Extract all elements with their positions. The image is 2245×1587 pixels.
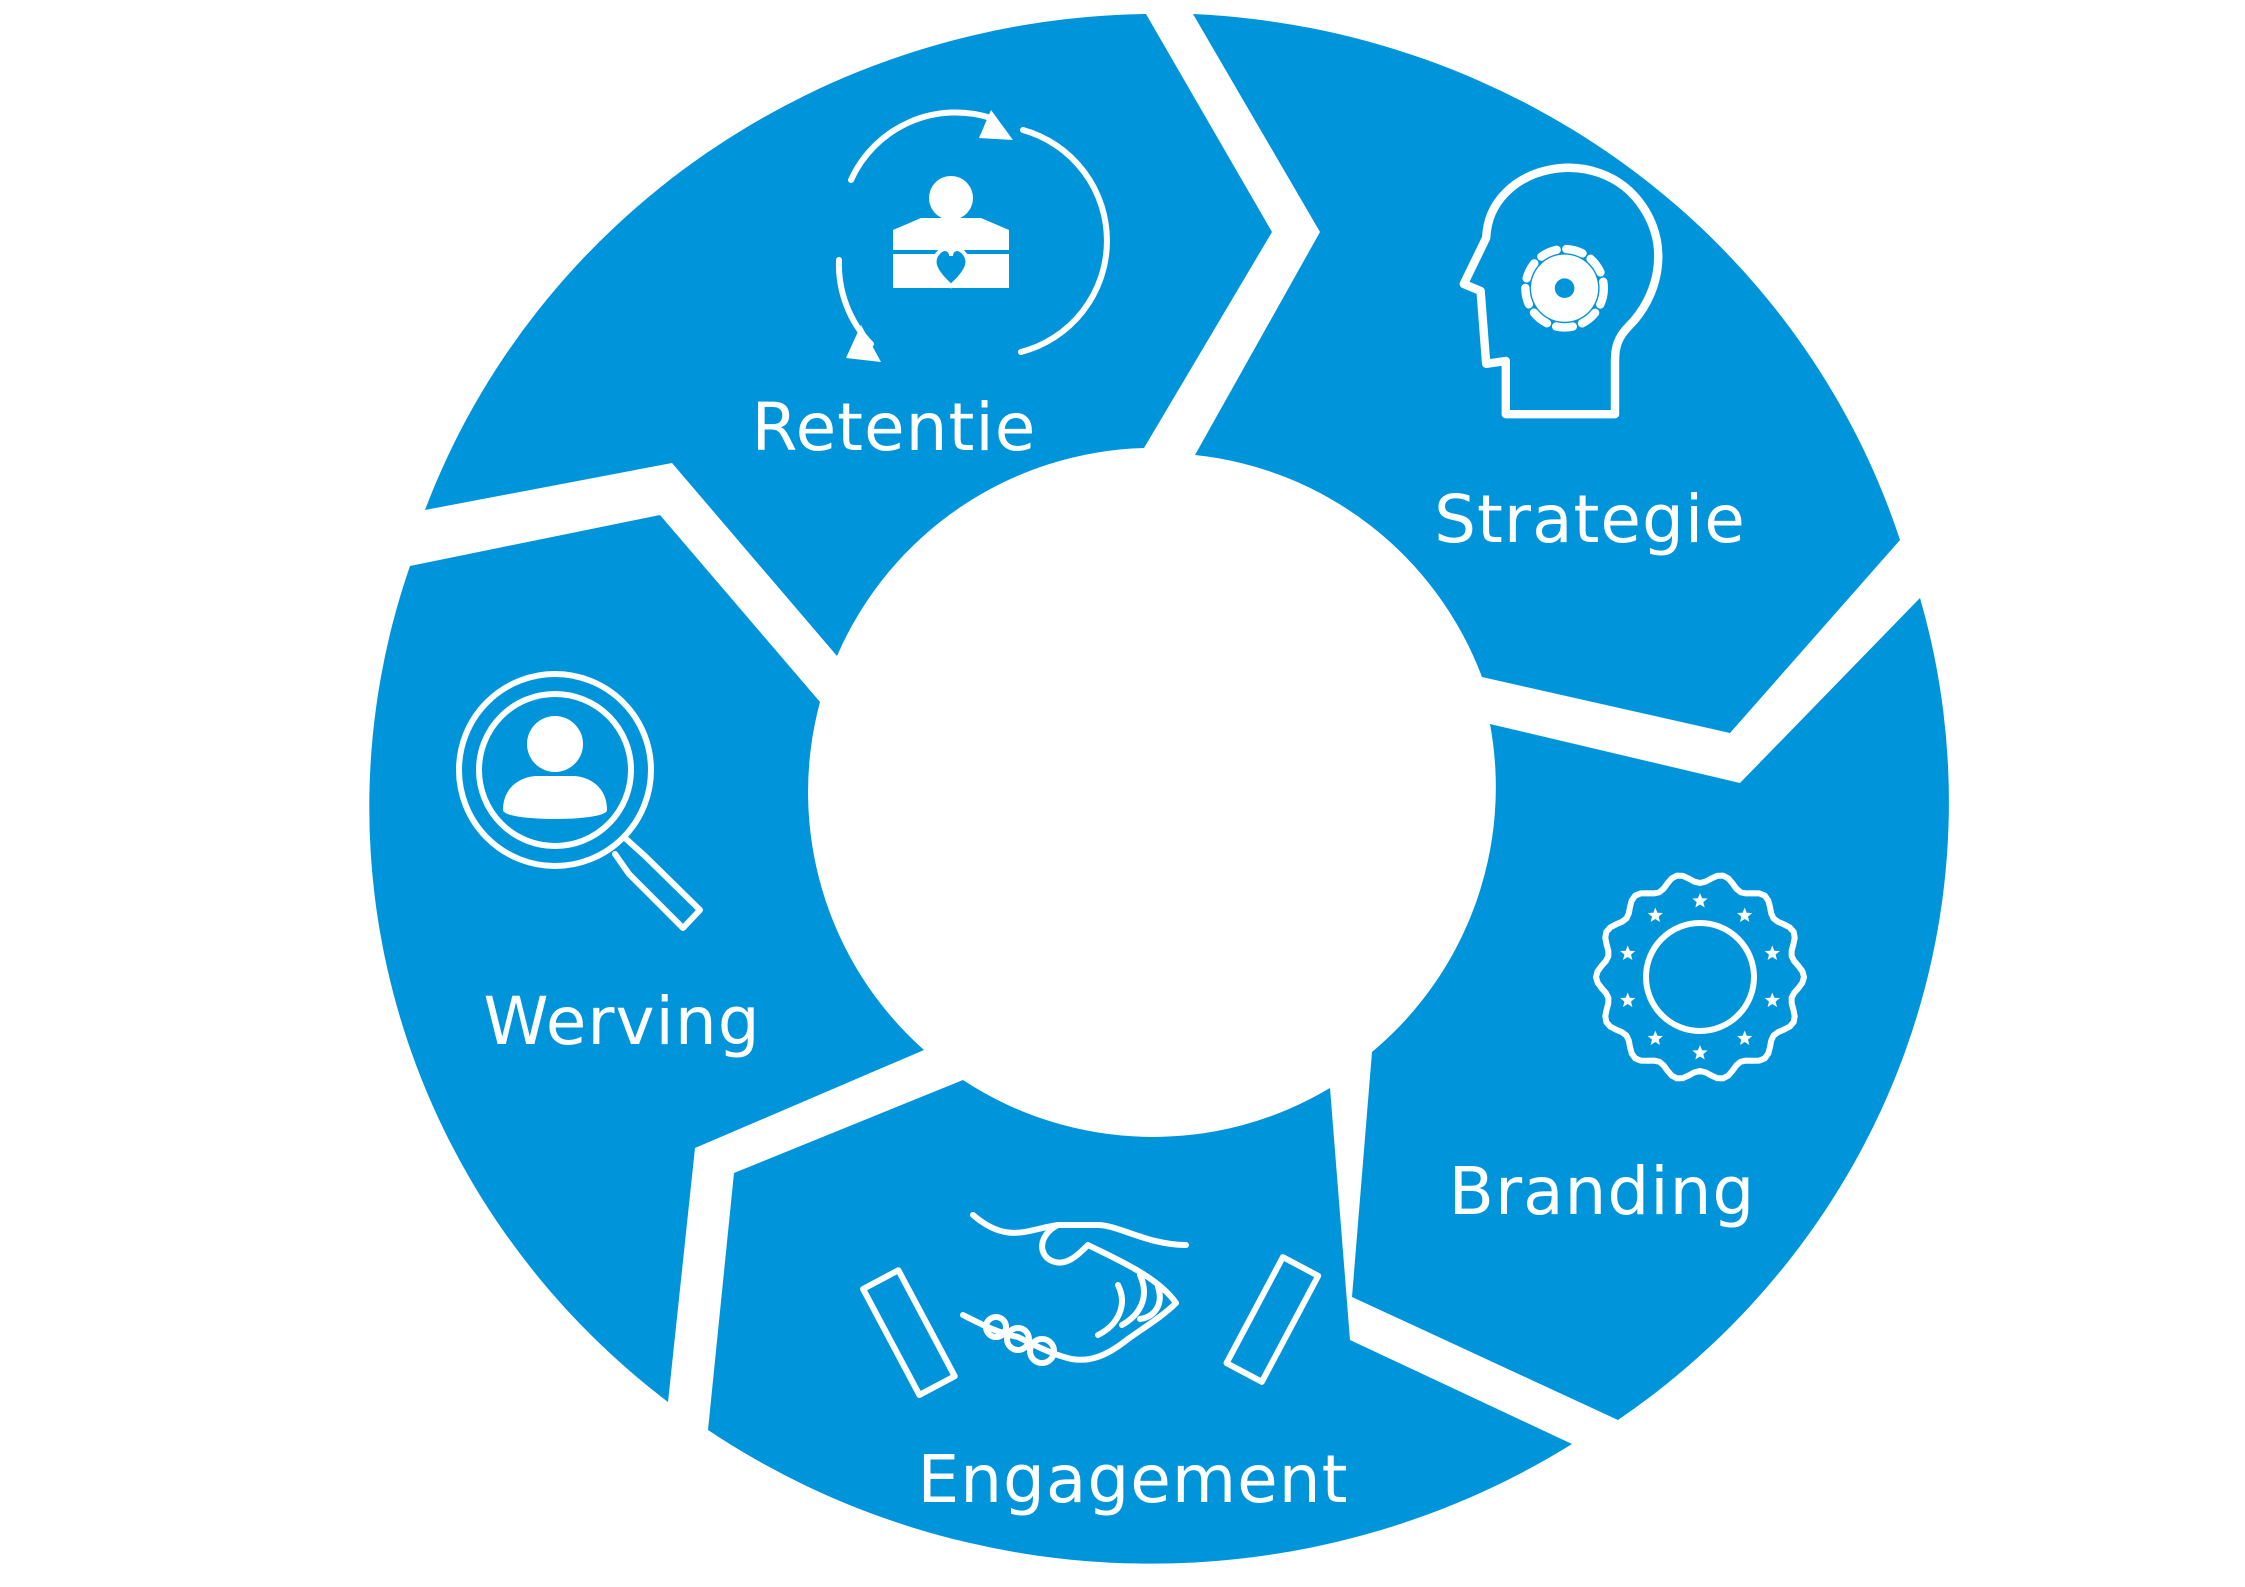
star-icon [1737, 907, 1753, 922]
segment-retentie [425, 14, 1272, 656]
segment-werving [369, 515, 924, 1402]
star-icon [1620, 992, 1636, 1007]
star-icon [1620, 945, 1636, 960]
star-icon [1647, 1030, 1663, 1045]
segment-branding [1352, 598, 1949, 1420]
cycle-segments [369, 14, 1949, 1564]
star-icon [1692, 893, 1708, 908]
segment-label-retentie: Retentie [752, 389, 1037, 466]
badge-stars-icon [1593, 872, 1807, 1082]
person-search-icon [456, 671, 703, 931]
star-icon [1647, 907, 1663, 922]
segment-label-werving: Werving [483, 983, 760, 1060]
star-icon [1692, 1045, 1708, 1060]
segment-label-strategie: Strategie [1434, 481, 1746, 558]
star-icon [1737, 1030, 1753, 1045]
handshake-icon [860, 1212, 1322, 1398]
segment-strategie [1193, 14, 1900, 733]
star-icon [1764, 945, 1780, 960]
segment-label-engagement: Engagement [918, 1441, 1349, 1518]
segment-label-branding: Branding [1449, 1153, 1756, 1230]
star-icon [1764, 992, 1780, 1007]
head-gear-icon [1459, 163, 1663, 419]
person-heart-cycle-icon [835, 109, 1110, 362]
